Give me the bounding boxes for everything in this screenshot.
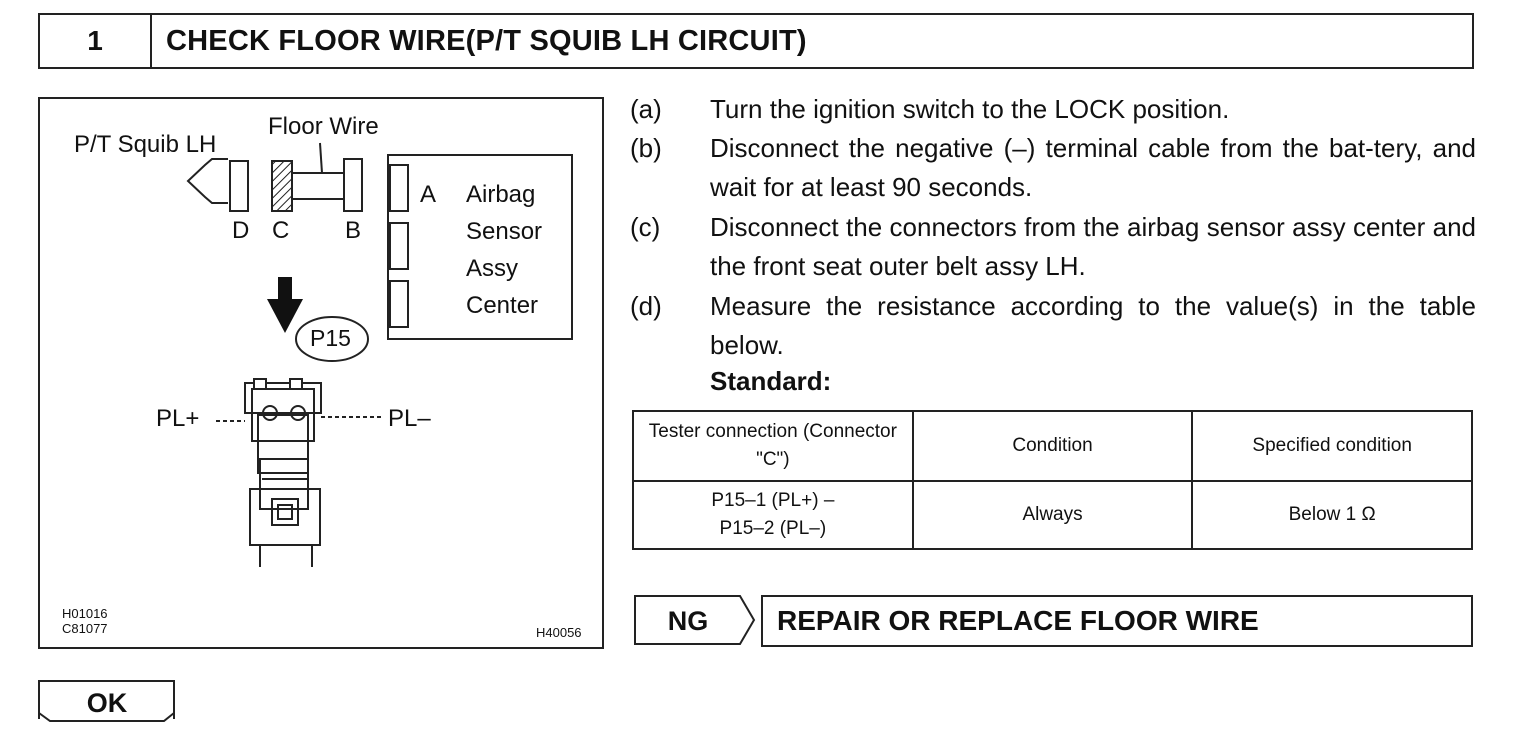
ok-tab-shape <box>38 680 175 722</box>
wiring-illustration: P/T Squib LH Floor Wire D C B A Airbag S… <box>38 97 604 649</box>
connector-face-top <box>244 382 322 414</box>
table-row: P15–1 (PL+) – P15–2 (PL–) Always Below 1… <box>632 480 1473 550</box>
airbag-sensor-box <box>387 154 573 340</box>
sensor-name-line2: Sensor <box>466 218 543 245</box>
header-condition: Condition <box>911 410 1194 482</box>
step-text: Turn the ignition switch to the LOCK pos… <box>710 94 1230 124</box>
sensor-name-line4: Center <box>466 292 539 319</box>
header-tester-connection: Tester connection (Connector "C") <box>632 410 914 482</box>
connection-line2: P15–2 (PL–) <box>719 518 827 539</box>
figure-code-1: H01016 <box>62 606 108 621</box>
connector-c <box>271 160 293 212</box>
connector-diagram <box>186 142 573 567</box>
connector-c-label: C <box>272 217 290 244</box>
spec-table: Tester connection (Connector "C") Condit… <box>632 410 1473 550</box>
pin-minus-label: PL– <box>388 405 431 432</box>
ok-tab: OK <box>38 679 176 723</box>
squib-label: P/T Squib LH <box>74 131 217 158</box>
connector-code-label: P15 <box>310 325 351 351</box>
sensor-name-line1: Airbag <box>466 181 536 208</box>
ng-action-text: REPAIR OR REPLACE FLOOR WIRE <box>777 605 1259 636</box>
figure-code-2: C81077 <box>62 621 108 636</box>
p15-callout <box>295 316 369 362</box>
squib-plug <box>186 158 228 204</box>
pin-plus-label: PL+ <box>156 405 200 432</box>
cell-specified: Below 1 Ω <box>1191 480 1473 550</box>
connector-a-label: A <box>420 181 437 208</box>
step-letter: (a) <box>630 94 662 124</box>
connector-d <box>229 160 249 212</box>
connector-d-label: D <box>232 217 250 244</box>
ng-label: NG <box>667 606 709 636</box>
step-text: Disconnect the connectors from the airba… <box>710 212 1476 281</box>
ng-arrow-shape <box>634 595 756 645</box>
table-header-row: Tester connection (Connector "C") Condit… <box>632 410 1473 482</box>
down-arrow-icon <box>278 277 292 299</box>
cell-condition: Always <box>911 480 1194 550</box>
ok-label: OK <box>86 688 128 718</box>
step-letter: (d) <box>630 291 662 321</box>
ng-tab: NG <box>634 595 756 645</box>
cell-connection: P15–1 (PL+) – P15–2 (PL–) <box>632 480 914 550</box>
step-header: 1 CHECK FLOOR WIRE(P/T SQUIB LH CIRCUIT) <box>38 13 1474 69</box>
header-specified-condition: Specified condition <box>1191 410 1473 482</box>
floor-wire-label: Floor Wire <box>268 113 379 140</box>
step-text: Measure the resistance according to the … <box>710 291 1476 360</box>
step-letter: (c) <box>630 212 661 242</box>
figure-code-3: H40056 <box>536 625 582 640</box>
step-text: Disconnect the negative (–) terminal cab… <box>710 133 1476 202</box>
connector-b-label: B <box>345 217 362 244</box>
connector-b <box>343 158 363 212</box>
sensor-name-line3: Assy <box>466 255 519 282</box>
step-number: 1 <box>40 15 152 67</box>
connection-line1: P15–1 (PL+) – <box>711 490 835 511</box>
ng-action-box: REPAIR OR REPLACE FLOOR WIRE <box>761 595 1473 647</box>
standard-label: Standard: <box>710 366 832 396</box>
step-letter: (b) <box>630 133 662 163</box>
step-title: CHECK FLOOR WIRE(P/T SQUIB LH CIRCUIT) <box>166 25 807 57</box>
